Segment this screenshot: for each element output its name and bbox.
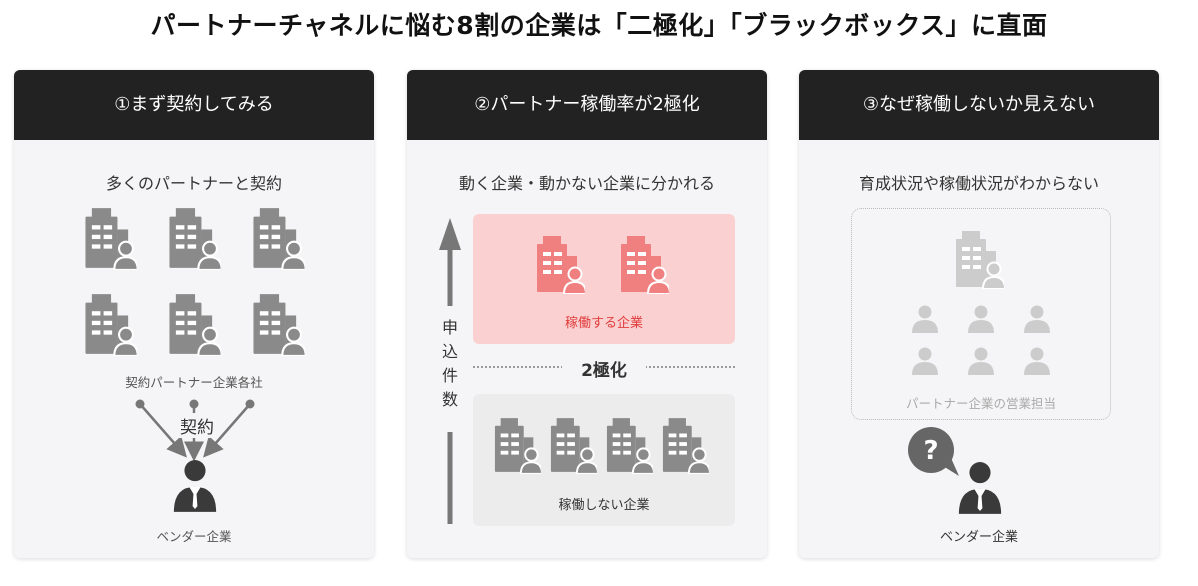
building-person-icon xyxy=(954,229,1004,289)
building-person-icon xyxy=(251,292,305,356)
card-subtitle: 多くのパートナーと契約 xyxy=(105,174,282,193)
partners-label: 契約パートナー企業各社 xyxy=(125,375,263,390)
person-icon xyxy=(1022,303,1052,333)
partner-sales-area: パートナー企業の営業担当 xyxy=(851,208,1111,420)
building-person-icon xyxy=(493,416,541,474)
card-subtitle: 動く企業・動かない企業に分かれる xyxy=(458,174,715,193)
card-subtitle: 育成状況や稼働状況がわからない xyxy=(858,174,1099,193)
building-person-icon xyxy=(83,206,137,270)
active-label: 稼働する企業 xyxy=(564,316,643,331)
person-icon xyxy=(966,345,996,375)
card-polarization: ②パートナー稼働率が2極化 動く企業・動かない企業に分かれる 申込件数 稼働する… xyxy=(407,70,767,558)
inactive-label: 稼働しない企業 xyxy=(558,498,650,513)
card-contract-first: ①まず契約してみる 多くのパートナーと契約 契約パートナー企業各社 契約 ベンダ… xyxy=(14,70,374,558)
building-person-icon xyxy=(605,416,653,474)
contract-label: 契約 xyxy=(178,413,216,438)
person-icon xyxy=(910,345,940,375)
building-person-icon xyxy=(535,234,585,294)
card-header: ②パートナー稼働率が2極化 xyxy=(407,70,767,140)
person-icon xyxy=(1022,345,1052,375)
card-header: ③なぜ稼働しないか見えない xyxy=(799,70,1159,140)
page-title: パートナーチャネルに悩む8割の企業は「二極化」「ブラックボックス」に直面 xyxy=(150,11,1048,40)
vendor-label: ベンダー企業 xyxy=(156,529,232,544)
person-icon xyxy=(910,303,940,333)
axis-label: 申込件数 xyxy=(441,318,458,409)
building-person-icon xyxy=(167,292,221,356)
businessman-icon xyxy=(171,458,219,512)
building-person-icon xyxy=(661,416,709,474)
building-person-icon xyxy=(619,234,669,294)
inactive-companies-box: 稼働しない企業 xyxy=(473,394,735,526)
building-person-icon xyxy=(549,416,597,474)
card-header: ①まず契約してみる xyxy=(14,70,374,140)
up-arrow-icon xyxy=(439,218,461,524)
building-person-icon xyxy=(83,292,137,356)
sales-label: パートナー企業の営業担当 xyxy=(905,396,1056,411)
businessman-icon xyxy=(956,460,1004,514)
card-black-box: ③なぜ稼働しないか見えない 育成状況や稼働状況がわからない パートナー企業の営業… xyxy=(799,70,1159,558)
active-companies-box: 稼働する企業 xyxy=(473,214,735,344)
divider-label: 2極化 xyxy=(562,356,646,381)
building-person-icon xyxy=(251,206,305,270)
vendor-label: ベンダー企業 xyxy=(939,530,1018,545)
person-icon xyxy=(966,303,996,333)
question-mark: ? xyxy=(923,436,938,466)
question-bubble-icon: ? xyxy=(908,427,959,476)
building-person-icon xyxy=(167,206,221,270)
